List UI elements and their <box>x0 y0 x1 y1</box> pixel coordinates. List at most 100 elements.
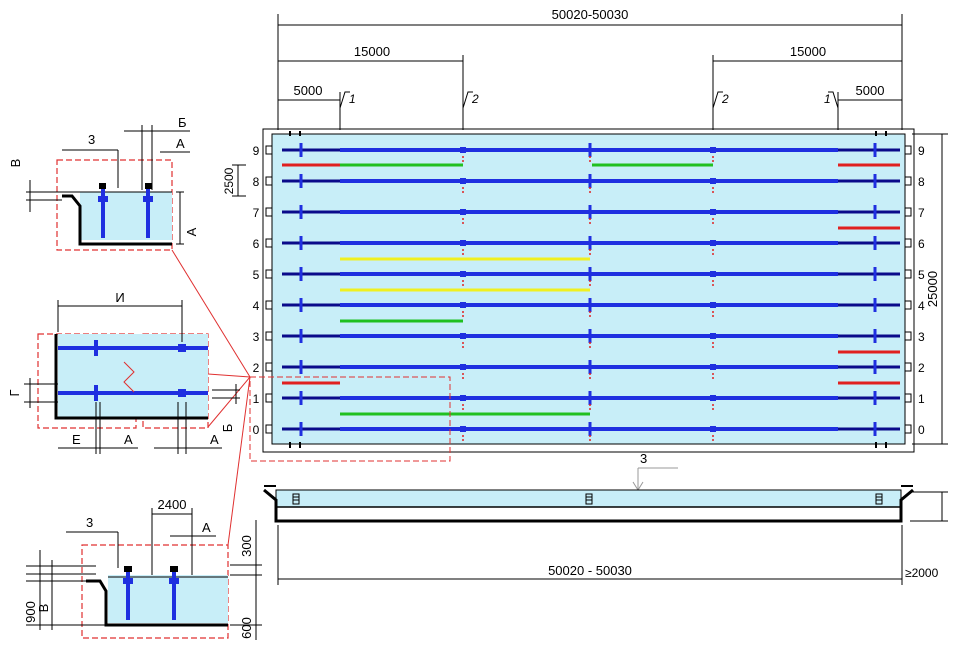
lane-number: 6 <box>918 237 925 251</box>
lane-number: 3 <box>918 330 925 344</box>
lane-anchor-left <box>265 176 273 186</box>
lane-float <box>460 302 466 308</box>
section-mark-2-right: 2 <box>721 92 729 106</box>
lane-anchor-right <box>904 238 912 248</box>
right-offset-label: 5000 <box>856 83 885 98</box>
detail-top: 3 Б А В А <box>8 115 199 251</box>
lane-spacing-dim <box>232 164 246 197</box>
detail-bottom-label-v: В <box>36 604 51 613</box>
lane-number: 7 <box>918 206 925 220</box>
lane-anchor-left <box>265 238 273 248</box>
lane-float <box>710 271 716 277</box>
lane-anchor-right <box>904 207 912 217</box>
lane-number: 3 <box>253 330 260 344</box>
detail-middle-label-i: И <box>115 290 124 305</box>
lane-anchor-right <box>904 269 912 279</box>
lane-float <box>710 426 716 432</box>
lane-anchor-left <box>265 300 273 310</box>
detail-top-label-a-side: А <box>184 227 199 236</box>
lane-ropes <box>265 143 912 443</box>
top-dimensions <box>277 14 903 130</box>
lane-number: 8 <box>918 175 925 189</box>
lane-anchor-right <box>904 393 912 403</box>
lane-number: 4 <box>253 299 260 313</box>
detail-middle-label-e: Е <box>72 432 81 447</box>
detail-middle-label-g: Г <box>7 389 22 396</box>
lane-anchor-left <box>265 362 273 372</box>
lane-float <box>710 395 716 401</box>
left-span-label: 15000 <box>354 44 390 59</box>
detail-middle-label-b: Б <box>220 424 235 433</box>
lane-number: 5 <box>253 268 260 282</box>
lane-float <box>460 271 466 277</box>
lane-number: 0 <box>918 423 925 437</box>
lane-number: 7 <box>253 206 260 220</box>
lane-anchor-right <box>904 176 912 186</box>
lane-anchor-left <box>265 145 273 155</box>
detail-bottom-label-300: 300 <box>239 535 254 557</box>
detail-middle-label-a2: А <box>210 432 219 447</box>
lane-float <box>710 209 716 215</box>
overall-length-top: 50020-50030 <box>552 7 629 22</box>
lane-number: 5 <box>918 268 925 282</box>
detail-top-label-b: Б <box>178 115 187 130</box>
lane-numbers-left: 9 8 7 6 5 4 3 2 1 0 <box>253 144 260 437</box>
detail-bottom-label-2400: 2400 <box>158 497 187 512</box>
lane-float <box>710 240 716 246</box>
lane-float <box>710 302 716 308</box>
lane-anchor-left <box>265 207 273 217</box>
lane-numbers-right: 9 8 7 6 5 4 3 2 1 0 <box>918 144 925 437</box>
lane-float <box>710 178 716 184</box>
lane-float <box>460 364 466 370</box>
lane-number: 9 <box>918 144 925 158</box>
lane-number: 1 <box>253 392 260 406</box>
lane-anchor-right <box>904 424 912 434</box>
lane-spacing-label: 2500 <box>222 167 236 194</box>
lane-float <box>710 364 716 370</box>
lane-float <box>460 333 466 339</box>
lane-anchor-right <box>904 145 912 155</box>
lane-number: 2 <box>253 361 260 375</box>
lane-float <box>460 147 466 153</box>
left-offset-label: 5000 <box>294 83 323 98</box>
detail-bottom: 3 2400 А 300 900 В 600 <box>23 497 262 640</box>
section-view <box>263 467 948 585</box>
lane-anchor-left <box>265 269 273 279</box>
height-label: 25000 <box>925 271 940 307</box>
lane-number: 8 <box>253 175 260 189</box>
lane-anchor-right <box>904 331 912 341</box>
lane-number: 2 <box>918 361 925 375</box>
callout-leaders <box>171 249 451 546</box>
section-mark-1-left: 1 <box>349 92 356 106</box>
height-dim <box>912 133 948 445</box>
pool-plan <box>262 128 915 453</box>
overall-length-bottom: 50020 - 50030 <box>548 563 632 578</box>
detail-top-label-3: 3 <box>88 132 95 147</box>
detail-bottom-label-a: А <box>202 520 211 535</box>
lane-number: 1 <box>918 392 925 406</box>
lane-float <box>710 333 716 339</box>
section-mark-1-right: 1 <box>824 92 831 106</box>
lane-number: 4 <box>918 299 925 313</box>
lane-float <box>460 426 466 432</box>
lane-anchor-left <box>265 393 273 403</box>
lane-anchor-right <box>904 362 912 372</box>
lane-float <box>460 178 466 184</box>
lane-float <box>460 395 466 401</box>
section-mark-2-left: 2 <box>471 92 479 106</box>
lane-anchor-right <box>904 300 912 310</box>
detail-middle-label-a1: А <box>124 432 133 447</box>
lane-anchor-left <box>265 424 273 434</box>
detail-top-label-v: В <box>8 159 23 168</box>
lane-number: 9 <box>253 144 260 158</box>
depth-note: ≥2000 <box>905 566 939 580</box>
lane-float <box>460 209 466 215</box>
lane-float <box>710 147 716 153</box>
lane-number: 6 <box>253 237 260 251</box>
detail-top-label-a: А <box>176 136 185 151</box>
detail-bottom-label-900: 900 <box>23 601 38 623</box>
detail-bottom-label-3: 3 <box>86 515 93 530</box>
lane-anchor-left <box>265 331 273 341</box>
lane-float <box>460 240 466 246</box>
